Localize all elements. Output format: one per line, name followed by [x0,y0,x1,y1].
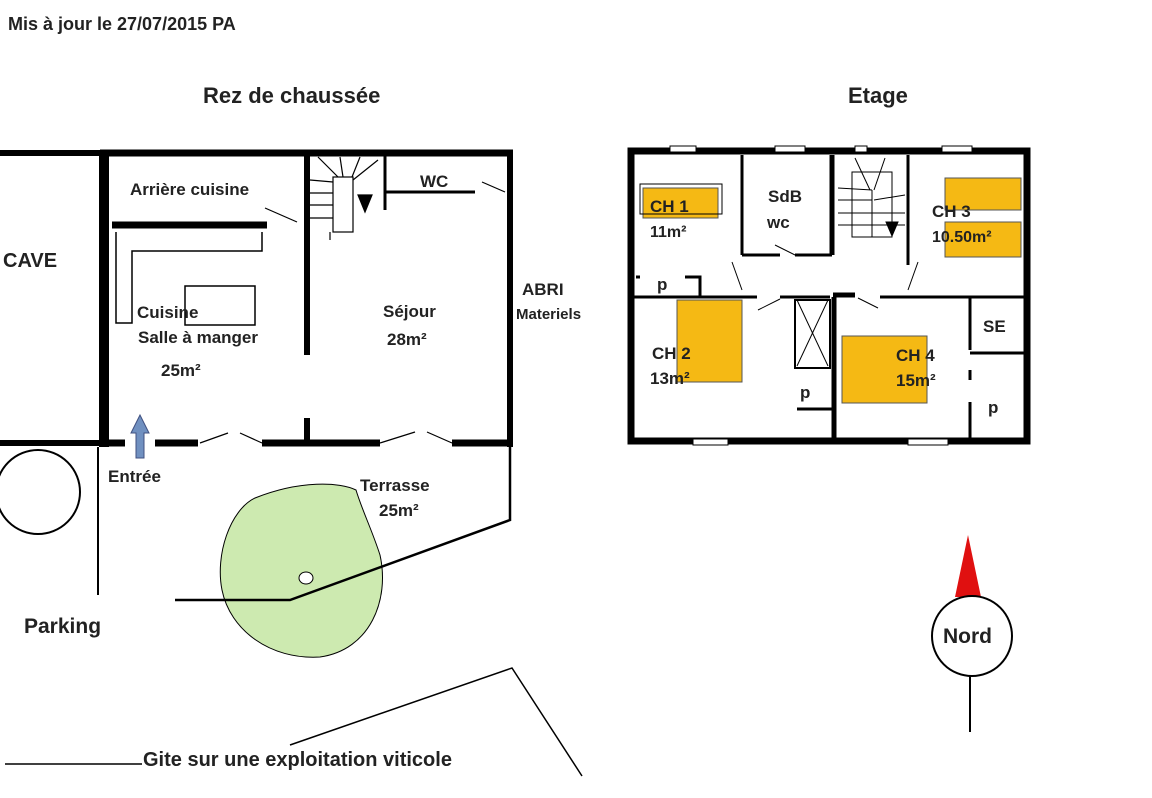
staircase-icon [309,156,379,240]
ch4-area: 15m² [896,371,936,390]
room-wc: WC [420,172,448,191]
room-cave: CAVE [3,250,57,272]
caption: Gite sur une exploitation viticole [143,749,452,771]
terrasse-area: 25m² [379,501,419,520]
sdb-wc: wc [766,213,790,232]
updated-text: Mis à jour le 27/07/2015 PA [8,14,236,34]
entree-label: Entrée [108,467,161,486]
materiels-label: Materiels [516,306,581,323]
lawn [219,483,383,658]
room-ch4: CH 4 [896,346,935,365]
room-cuisine: Cuisine [137,303,198,322]
upper-floor-title: Etage [848,83,908,108]
sejour-area: 28m² [387,330,427,349]
entrance-arrow-icon [130,413,150,459]
upper-floor-walls [627,145,1031,446]
ch1-area: 11m² [650,224,686,241]
room-ch3: CH 3 [932,202,971,221]
parking-label: Parking [24,615,101,638]
placard-1: p [657,275,667,294]
ch2-area: 13m² [650,369,690,388]
compass-circle [931,595,1013,677]
terrasse-label: Terrasse [360,476,430,495]
room-arriere-cuisine: Arrière cuisine [130,180,249,199]
ch3-area: 10.50m² [932,229,992,246]
ground-floor-walls [0,149,513,447]
room-salle-a-manger: Salle à manger [138,328,258,347]
abri-label: ABRI [522,280,564,299]
room-ch2: CH 2 [652,344,691,363]
north-arrow-icon [955,535,981,597]
room-ch1: CH 1 [650,197,689,216]
salle-area: 25m² [161,361,201,380]
north-label: Nord [943,625,992,648]
ground-floor-title: Rez de chaussée [203,83,380,108]
room-se: SE [983,317,1006,336]
tree-circle [0,449,81,535]
room-sdb: SdB [768,187,802,206]
placard-2: p [800,383,810,402]
placard-3: p [988,398,998,417]
room-sejour: Séjour [383,302,436,321]
upper-staircase-icon [837,157,906,238]
